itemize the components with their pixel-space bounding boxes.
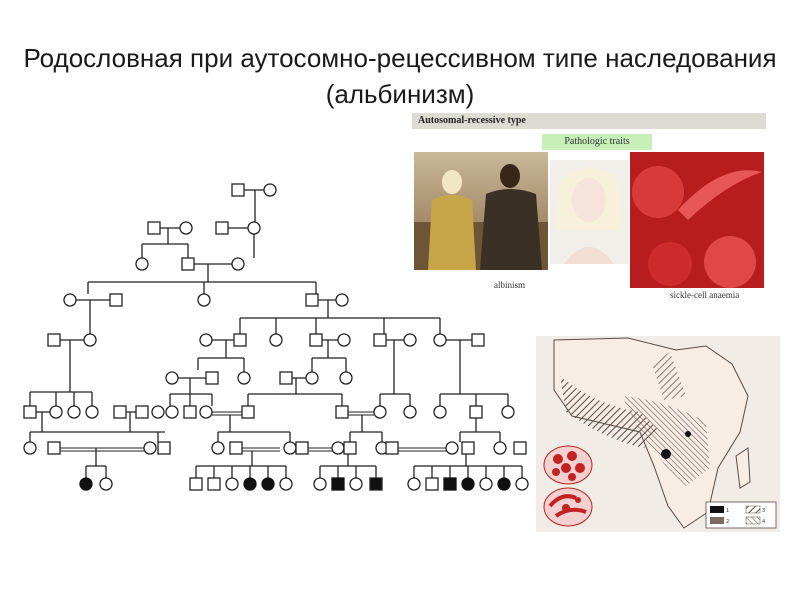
legend-label-2: 2 <box>726 519 729 525</box>
albinism-caption: albinism <box>494 280 525 290</box>
blood-cells-sickle <box>543 487 593 527</box>
traits-panel: Autosomal-recessive type Pathologic trai… <box>408 110 766 305</box>
traits-header: Autosomal-recessive type <box>412 113 766 129</box>
albinism-photo-people <box>414 152 548 270</box>
blood-cells-normal <box>543 445 593 485</box>
slide-title: Родословная при аутосомно-рецессивном ти… <box>23 43 777 109</box>
traits-subheader: Pathologic traits <box>542 134 652 150</box>
map-legend: 1 2 3 4 <box>705 501 777 529</box>
map-panel: 1 2 3 4 <box>536 336 780 532</box>
pedigree-chart <box>23 183 529 491</box>
albinism-photo-portrait <box>550 160 628 264</box>
legend-label-4: 4 <box>762 519 765 525</box>
sickle-cell-caption: sickle-cell anaemia <box>670 290 740 300</box>
sickle-cell-photo <box>630 152 764 288</box>
legend-label-3: 3 <box>762 508 765 514</box>
legend-label-1: 1 <box>726 508 729 514</box>
